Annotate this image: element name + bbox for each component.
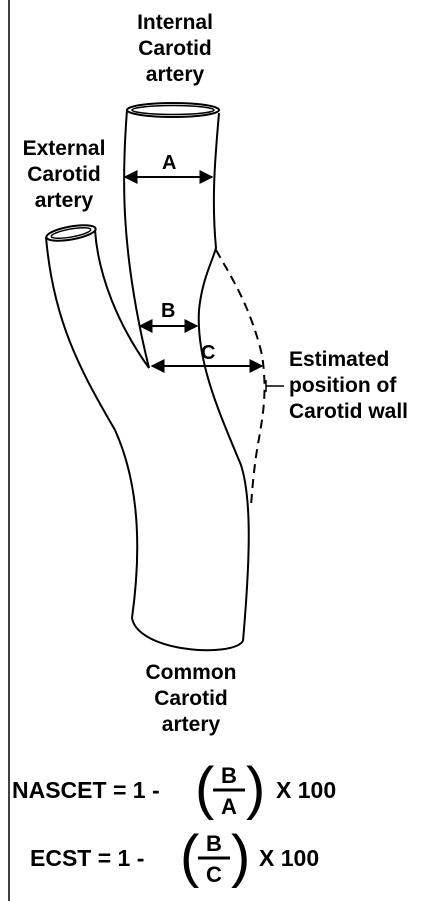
external-carotid-label: External Carotid artery (16, 136, 112, 214)
estimated-label-line-3: Carotid wall (289, 399, 427, 425)
internal-carotid-left-wall (124, 110, 149, 368)
nascet-denominator: A (214, 796, 244, 818)
nascet-numerator: B (214, 765, 244, 787)
internal-label-line-1: Internal (125, 10, 225, 36)
common-label-line-3: artery (136, 712, 246, 738)
nascet-rhs: X 100 (276, 776, 336, 804)
external-label-line-2: Carotid (16, 162, 112, 188)
ecst-lhs: ECST = 1 - (30, 844, 144, 872)
external-label-line-1: External (16, 136, 112, 162)
external-label-line-3: artery (16, 188, 112, 214)
common-carotid-label: Common Carotid artery (136, 660, 246, 738)
common-label-line-1: Common (136, 660, 246, 686)
common-carotid-bottom (132, 618, 243, 650)
ecst-close-paren: ) (231, 828, 250, 886)
estimated-label-line-2: position of (289, 373, 427, 399)
dimension-c-label: C (201, 343, 215, 363)
common-label-line-2: Carotid (136, 686, 246, 712)
ecst-rhs: X 100 (259, 844, 319, 872)
external-carotid-opening (45, 222, 96, 243)
external-carotid-inner-wall (95, 230, 149, 368)
internal-carotid-label: Internal Carotid artery (125, 10, 225, 88)
dimension-b-label: B (161, 301, 175, 321)
internal-carotid-right-wall (199, 113, 249, 641)
estimated-wall-label: Estimated position of Carotid wall (289, 347, 427, 425)
external-carotid-outer-wall (46, 237, 137, 618)
internal-label-line-2: Carotid (125, 36, 225, 62)
dimension-a-label: A (162, 153, 176, 173)
ecst-numerator: B (199, 833, 229, 855)
ecst-open-paren: ( (180, 828, 199, 886)
nascet-close-paren: ) (246, 760, 265, 818)
internal-label-line-3: artery (125, 62, 225, 88)
ecst-denominator: C (199, 864, 229, 886)
estimated-wall-dashed (216, 250, 265, 505)
nascet-lhs: NASCET = 1 - (12, 776, 160, 804)
estimated-label-line-1: Estimated (289, 347, 427, 373)
nascet-open-paren: ( (195, 760, 214, 818)
